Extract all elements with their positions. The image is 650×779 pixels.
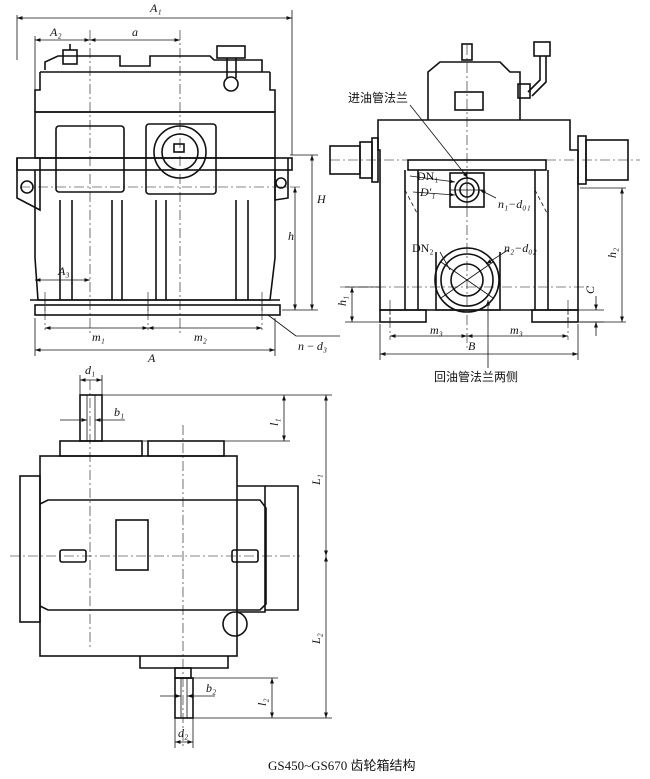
- dim-L2: L₂: [309, 633, 323, 645]
- dim-a: a: [132, 25, 138, 39]
- dim-d1: d₁: [85, 363, 95, 377]
- dim-n-d3: n − d₃: [298, 339, 327, 353]
- dim-b2: b₂: [206, 681, 216, 695]
- top-view: d₁ b₁ l₁ L₁ L₂ b₂ l₂ d₂: [10, 363, 332, 748]
- dim-n2-d02: n₂−d₀₂: [504, 241, 537, 255]
- figure-caption: GS450~GS670 齿轮箱结构: [268, 758, 416, 773]
- dim-b1: b₁: [114, 405, 124, 419]
- dim-l1: l₁: [267, 418, 281, 426]
- dim-m3-right: m₃: [510, 323, 523, 337]
- dim-C: C: [583, 285, 597, 294]
- side-view: 进油管法兰 DN₁ D′₁ n₁−d₀₁ DN₂ n₂−d₀₂ h₂ C h₁ …: [329, 41, 640, 384]
- dim-d2: d₂: [178, 726, 188, 740]
- dim-m1: m₁: [92, 330, 105, 344]
- front-view: A₁ A₂ a H h A₃ m₁ m₂ A n − d₃: [16, 1, 340, 365]
- dim-A2: A₂: [49, 25, 62, 39]
- dim-DN1: DN₁: [417, 169, 439, 183]
- dim-m2: m₂: [194, 330, 207, 344]
- dim-H: H: [316, 192, 327, 206]
- dim-D1-prime: D′₁: [419, 185, 435, 199]
- dim-m3-left: m₃: [430, 323, 443, 337]
- label-inlet-flange: 进油管法兰: [348, 90, 408, 105]
- dim-h: h: [288, 229, 294, 243]
- dim-l2: l₂: [255, 698, 269, 706]
- dim-A: A: [147, 351, 156, 365]
- dim-h1: h₁: [335, 296, 349, 306]
- dim-B: B: [468, 339, 476, 353]
- dim-A1: A₁: [149, 1, 162, 15]
- dim-L1: L₁: [309, 474, 323, 486]
- dim-A3: A₃: [57, 264, 70, 278]
- dim-DN2: DN₂: [412, 241, 434, 255]
- dim-h2: h₂: [605, 248, 619, 258]
- label-return-flange: 回油管法兰两侧: [434, 369, 518, 384]
- dim-n1-d01: n₁−d₀₁: [498, 197, 531, 211]
